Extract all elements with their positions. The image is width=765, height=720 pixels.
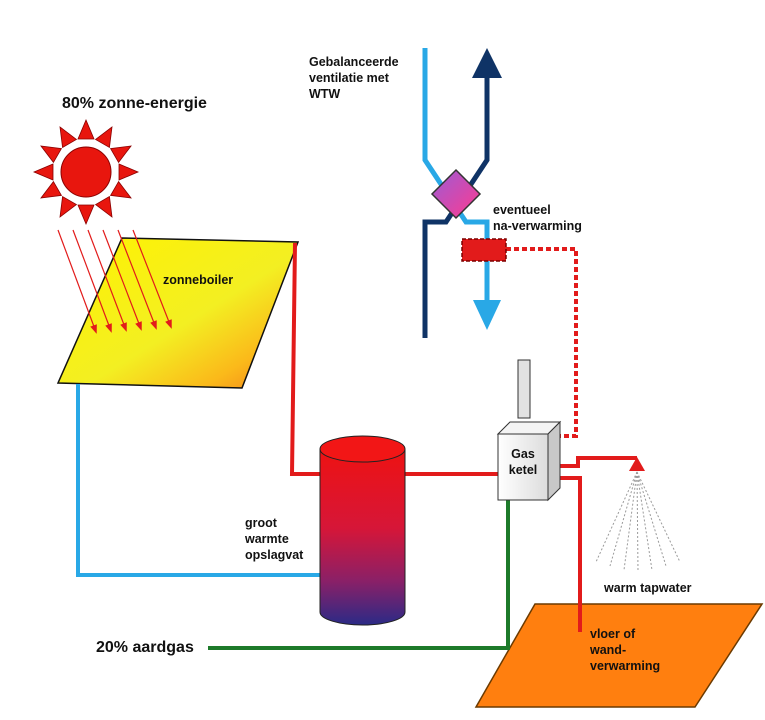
cold-pipe — [76, 384, 320, 577]
sunlight-rays — [57, 229, 172, 334]
sunlight-beam-arrowhead — [165, 319, 172, 329]
ventilation-label: Gebalanceerde ventilatie met WTW — [309, 54, 399, 102]
sunlight-beam-arrowhead — [90, 324, 97, 334]
hot-tap-water-label: warm tapwater — [604, 581, 692, 595]
sun-ray — [77, 204, 95, 226]
sunlight-beam-arrowhead — [150, 320, 157, 330]
solar-panel — [56, 237, 300, 389]
floor-heating-label-line-3: verwarming — [590, 659, 661, 673]
gas-boiler-label-line-2: ketel — [508, 463, 538, 477]
supply-air-arrow — [473, 300, 501, 330]
exhaust-air-duct — [422, 78, 490, 338]
post-heater — [461, 238, 507, 262]
sun-ray — [40, 145, 63, 164]
sunlight-beam-arrowhead — [120, 322, 127, 332]
post-heating-label-line-1: eventueel — [493, 203, 551, 217]
sunlight-beam — [87, 229, 127, 331]
sunlight-beam-arrowhead — [105, 323, 112, 333]
solar-energy-label: 80% zonne-energie — [62, 95, 207, 112]
sun-ray — [59, 195, 78, 218]
sun-ray — [109, 180, 132, 199]
storage-tank-label-line-2: warmte — [245, 532, 289, 546]
ventilation-label-line-2: ventilatie met — [309, 71, 389, 85]
post-heating-pipe — [506, 247, 578, 438]
storage-tank — [319, 435, 406, 626]
gas-boiler-label-line-1: Gas — [511, 447, 535, 461]
sun-ray — [59, 126, 78, 149]
solar-boiler-label: zonneboiler — [163, 273, 234, 287]
sun-ray — [118, 163, 140, 181]
ventilation-label-line-1: Gebalanceerde — [309, 55, 399, 69]
shower-head — [629, 457, 645, 471]
sun-ray — [94, 126, 113, 149]
sun-ray — [77, 118, 95, 140]
gas-boiler-label: Gas ketel — [498, 446, 548, 478]
hot-pipe — [289, 242, 637, 632]
post-heating-label-line-2: na-verwarming — [493, 219, 582, 233]
ventilation-label-line-3: WTW — [309, 87, 341, 101]
sunlight-beam-arrowhead — [135, 321, 142, 331]
sunlight-beam — [57, 229, 97, 333]
floor-heating-label-line-2: wand- — [590, 643, 627, 657]
natural-gas-label: 20% aardgas — [96, 639, 194, 656]
storage-tank-label-line-1: groot — [245, 516, 277, 530]
post-heating-label: eventueel na-verwarming — [493, 202, 582, 234]
water-spray — [595, 471, 681, 573]
sun-ray — [94, 195, 113, 218]
gas-boiler — [496, 359, 562, 502]
exhaust-air-arrow — [472, 48, 502, 78]
sunlight-beam — [132, 229, 172, 328]
floor-heating-label-line-1: vloer of — [590, 627, 636, 641]
sun-icon — [32, 118, 140, 226]
storage-tank-label: groot warmte opslagvat — [245, 515, 303, 563]
sun-ray — [40, 180, 63, 199]
sunlight-beam — [117, 229, 157, 329]
sunlight-beam — [102, 229, 142, 330]
floor-heating-panel — [474, 603, 764, 708]
sun-ray — [32, 163, 54, 181]
sun-ray — [109, 145, 132, 164]
floor-heating-label: vloer of wand- verwarming — [590, 626, 660, 674]
heat-exchanger — [430, 168, 482, 220]
gas-pipe — [208, 494, 510, 650]
sunlight-beam — [72, 229, 112, 332]
storage-tank-label-line-3: opslagvat — [245, 548, 304, 562]
